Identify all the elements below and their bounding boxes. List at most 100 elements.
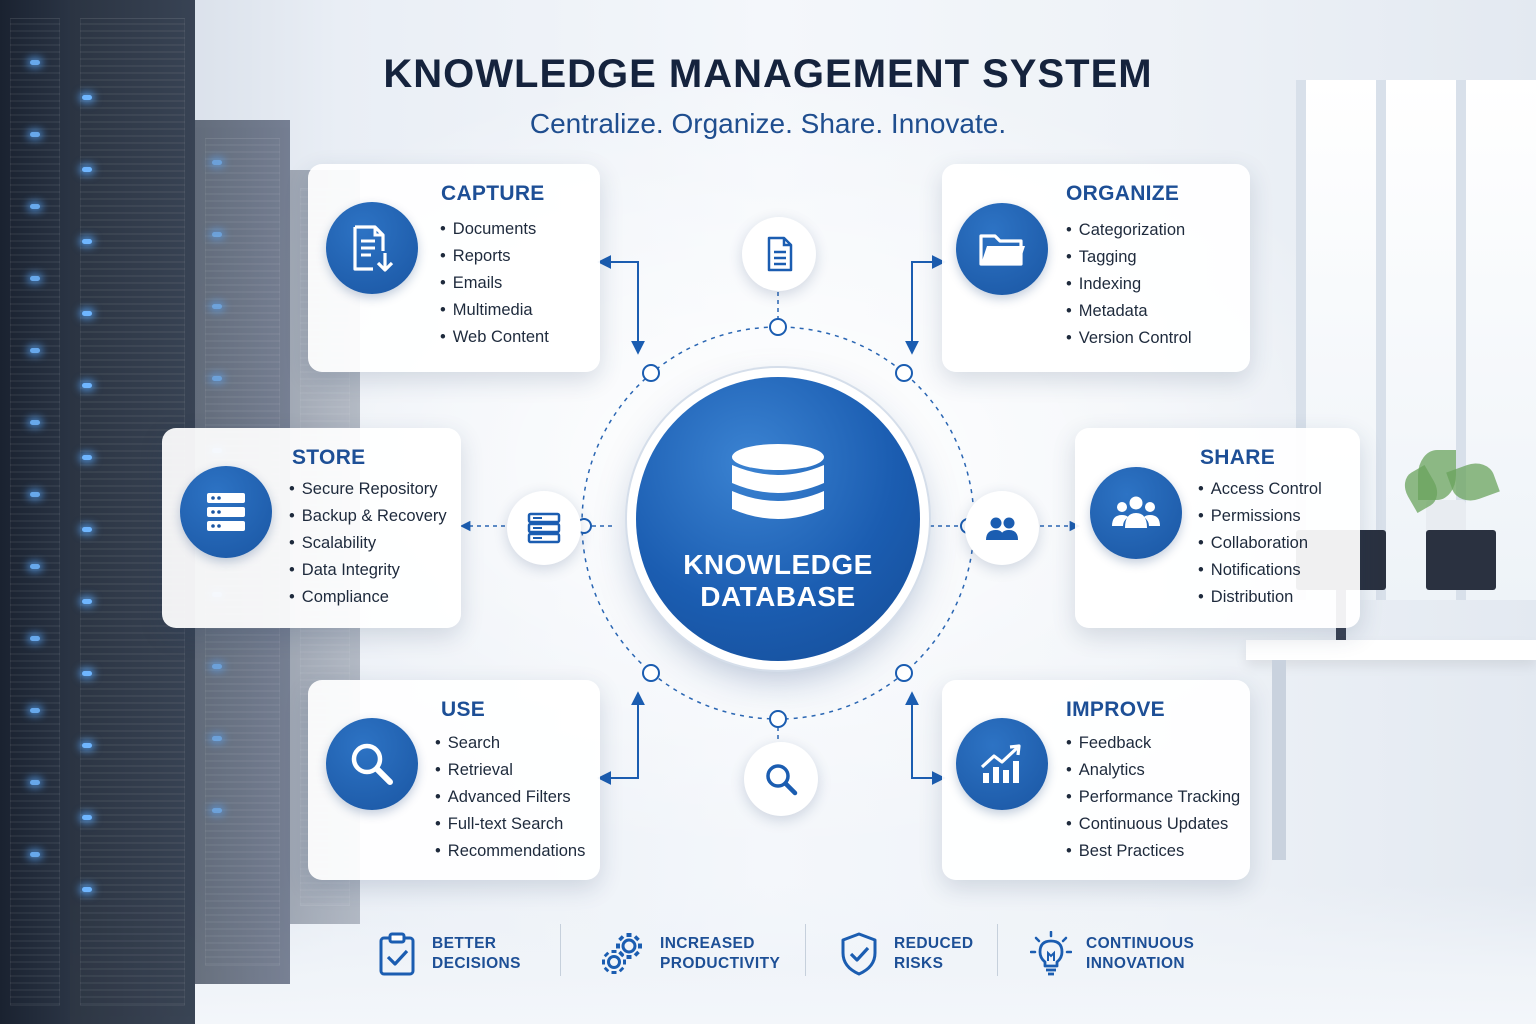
document-download-icon xyxy=(353,225,394,272)
list-item: Metadata xyxy=(1066,298,1192,325)
junction-dot xyxy=(769,710,787,728)
server-led xyxy=(30,780,40,785)
folder-icon xyxy=(979,234,1025,266)
list-item: Version Control xyxy=(1066,325,1192,352)
list-item: Indexing xyxy=(1066,271,1192,298)
benefit-label-line2: RISKS xyxy=(894,955,944,972)
card-organize-icon xyxy=(956,203,1048,295)
server-led xyxy=(212,736,222,741)
card-store-title: STORE xyxy=(292,446,366,469)
card-use: USE Search Retrieval Advanced Filters Fu… xyxy=(308,680,600,880)
benefit-divider xyxy=(805,924,806,976)
server-led xyxy=(30,564,40,569)
list-item: Best Practices xyxy=(1066,838,1240,865)
node-server xyxy=(507,491,581,565)
server-icon xyxy=(207,493,245,531)
users-icon xyxy=(986,517,1018,540)
server-led xyxy=(82,815,92,820)
server-led xyxy=(30,60,40,65)
junction-dot xyxy=(895,364,913,382)
list-item: Documents xyxy=(440,216,549,243)
benefit-better-decisions: BETTER DECISIONS xyxy=(376,926,521,982)
card-improve: IMPROVE Feedback Analytics Performance T… xyxy=(942,680,1250,880)
benefit-label: BETTER DECISIONS xyxy=(432,934,521,974)
node-search xyxy=(744,742,818,816)
list-item: Feedback xyxy=(1066,730,1240,757)
list-item: Secure Repository xyxy=(289,476,447,503)
card-store-list: Secure Repository Backup & Recovery Scal… xyxy=(289,476,447,611)
list-item: Emails xyxy=(440,270,549,297)
document-icon xyxy=(767,236,793,272)
search-icon xyxy=(351,743,393,785)
benefit-increased-productivity: INCREASED PRODUCTIVITY xyxy=(600,926,780,982)
junction-dot xyxy=(642,664,660,682)
gears-icon xyxy=(602,933,642,974)
server-led xyxy=(82,95,92,100)
card-share: SHARE Access Control Permissions Collabo… xyxy=(1075,428,1360,628)
benefit-divider xyxy=(997,924,998,976)
list-item: Multimedia xyxy=(440,297,549,324)
server-led xyxy=(212,808,222,813)
card-use-title: USE xyxy=(441,698,486,721)
junction-dot xyxy=(642,364,660,382)
server-led xyxy=(82,239,92,244)
card-store: STORE Secure Repository Backup & Recover… xyxy=(162,428,461,628)
server-led xyxy=(82,743,92,748)
list-item: Web Content xyxy=(440,324,549,351)
server-led xyxy=(212,664,222,669)
server-led xyxy=(30,708,40,713)
list-item: Permissions xyxy=(1198,503,1322,530)
list-item: Reports xyxy=(440,243,549,270)
desk-leg xyxy=(1272,660,1286,860)
junction-dot xyxy=(769,318,787,336)
page-subtitle: Centralize. Organize. Share. Innovate. xyxy=(529,108,1007,139)
search-icon xyxy=(766,764,798,796)
clipboard-check-icon xyxy=(379,932,415,976)
server-led xyxy=(82,383,92,388)
card-organize-title: ORGANIZE xyxy=(1066,182,1180,205)
users-icon xyxy=(1112,496,1160,528)
list-item: Advanced Filters xyxy=(435,784,585,811)
monitor xyxy=(1426,530,1496,590)
card-use-list: Search Retrieval Advanced Filters Full-t… xyxy=(435,730,586,865)
card-share-list: Access Control Permissions Collaboration… xyxy=(1198,476,1322,611)
card-improve-icon xyxy=(956,718,1048,810)
server-led xyxy=(30,132,40,137)
server-led xyxy=(212,304,222,309)
server-rack xyxy=(0,0,70,1024)
hub-label-line2: DATABASE xyxy=(700,581,856,612)
server-led xyxy=(82,671,92,676)
server-led xyxy=(30,276,40,281)
server-led xyxy=(30,492,40,497)
node-users xyxy=(965,491,1039,565)
list-item: Access Control xyxy=(1198,476,1322,503)
use-arrow xyxy=(597,691,645,785)
benefit-label-line1: INCREASED xyxy=(660,935,755,952)
list-item: Retrieval xyxy=(435,757,585,784)
server-led xyxy=(30,348,40,353)
node-document xyxy=(742,217,816,291)
server-led xyxy=(82,887,92,892)
card-improve-title: IMPROVE xyxy=(1066,698,1165,721)
organize-arrow xyxy=(905,255,946,355)
card-capture-icon xyxy=(326,202,418,294)
growth-chart-icon xyxy=(980,744,1021,783)
benefit-label-line2: PRODUCTIVITY xyxy=(660,955,781,972)
server-led xyxy=(30,636,40,641)
card-improve-list: Feedback Analytics Performance Tracking … xyxy=(1066,730,1240,865)
list-item: Categorization xyxy=(1066,217,1192,244)
list-item: Search xyxy=(435,730,585,757)
server-led xyxy=(82,311,92,316)
card-capture-title: CAPTURE xyxy=(441,182,545,205)
benefit-label: INCREASED PRODUCTIVITY xyxy=(660,934,780,974)
knowledge-database-hub: KNOWLEDGE DATABASE xyxy=(636,377,920,661)
card-store-icon xyxy=(180,466,272,558)
server-led xyxy=(82,527,92,532)
benefit-label-line2: INNOVATION xyxy=(1086,955,1186,972)
card-capture: CAPTURE Documents Reports Emails Multime… xyxy=(308,164,600,372)
server-led xyxy=(212,232,222,237)
list-item: Tagging xyxy=(1066,244,1192,271)
server-led xyxy=(82,599,92,604)
lightbulb-icon xyxy=(1030,931,1072,976)
database-icon xyxy=(732,444,824,519)
